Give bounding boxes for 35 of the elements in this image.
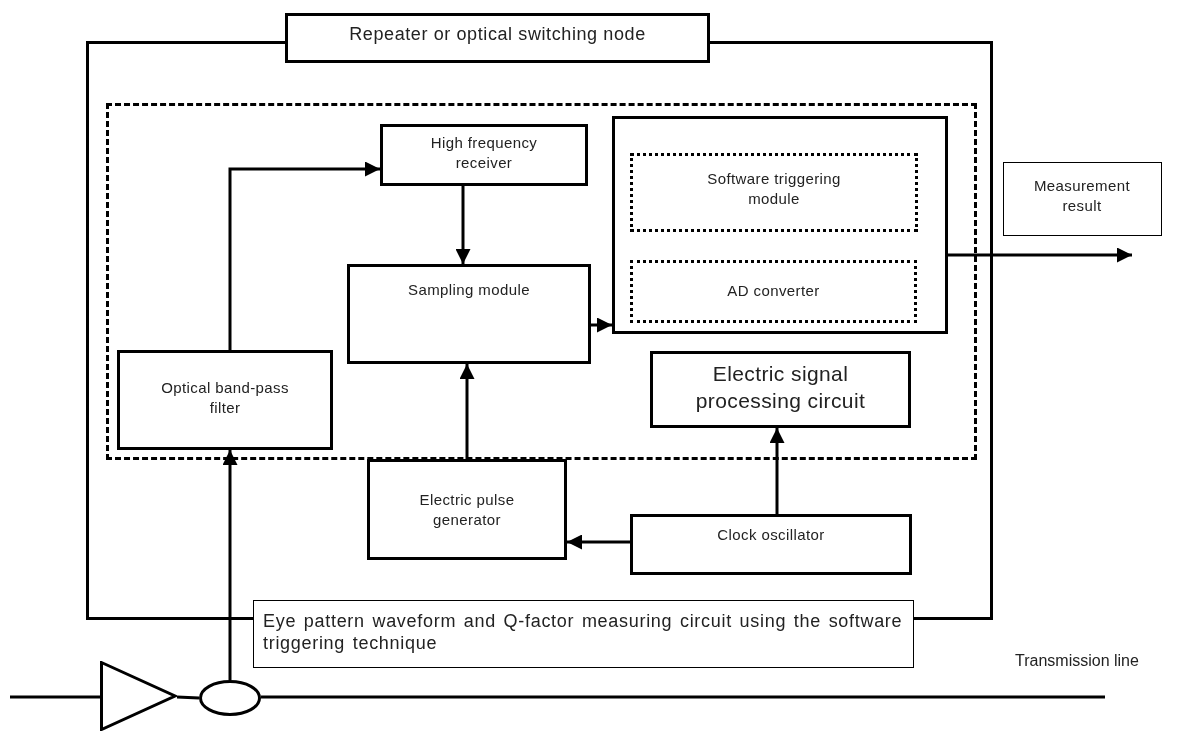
node-label: Electric pulse generator [418, 490, 516, 529]
transmission-line [176, 695, 200, 700]
process-box [367, 459, 567, 560]
process-box [650, 351, 911, 428]
process-box [347, 264, 591, 364]
arrow [948, 247, 1132, 263]
process-box [612, 116, 948, 334]
arrow [228, 161, 380, 350]
process-box [380, 124, 588, 186]
arrow [769, 428, 785, 514]
caption-box [253, 600, 914, 668]
arrow [591, 317, 612, 333]
result-box [1003, 162, 1162, 236]
node-label: Clock oscillator [716, 525, 826, 545]
node-label: Electric signal processing circuit [694, 361, 867, 415]
filter-box [117, 350, 333, 450]
node-title: Repeater or optical switching node [285, 13, 710, 63]
transmission-line [261, 695, 1105, 699]
process-box [630, 514, 912, 575]
node-label: Measurement result [1032, 176, 1132, 215]
node-label: Optical band-pass filter [160, 378, 290, 417]
node-label: AD converter [726, 281, 821, 301]
transmission-line [10, 695, 100, 699]
arrow [222, 450, 238, 680]
arrow [459, 364, 475, 459]
node-label: Eye pattern waveform and Q-factor measuring circuit using the software triggering technique [263, 611, 903, 655]
module-box [630, 153, 918, 232]
node-label: High frequency receiver [429, 133, 539, 172]
dashed-boundary [106, 103, 977, 460]
line-label: Transmission line [1015, 652, 1139, 670]
node-label: Software triggering module [706, 169, 842, 208]
module-box [630, 260, 917, 323]
arrow [567, 534, 630, 550]
node-label: Sampling module [407, 280, 531, 300]
arrow [455, 186, 471, 264]
